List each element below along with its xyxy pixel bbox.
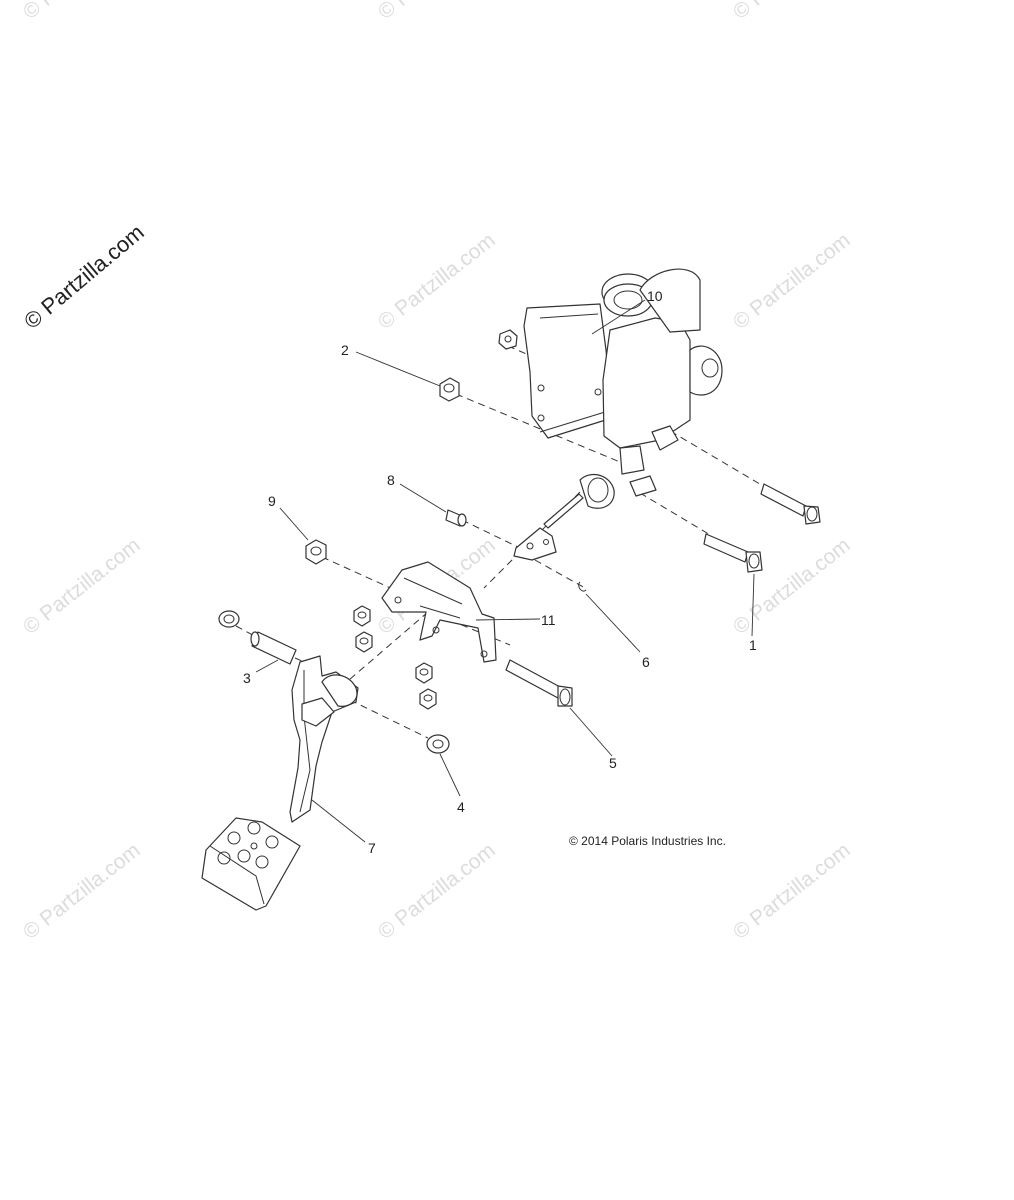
callout-5: 5	[609, 755, 617, 771]
watermark-faint: © Partzilla.com	[19, 839, 145, 944]
part-8-pin	[445, 509, 467, 527]
part-3-bushing	[218, 610, 297, 665]
callout-8: 8	[387, 472, 395, 488]
pushrod	[513, 493, 584, 561]
part-10-shield	[498, 303, 613, 439]
callout-9: 9	[268, 493, 276, 509]
part-5-bolt	[505, 659, 573, 707]
part-9-nut	[305, 539, 327, 565]
watermark-faint: © Partzilla.com	[19, 534, 145, 639]
watermark-faint: © Partzilla.com	[374, 839, 500, 944]
watermark-faint: © Partzilla.com	[729, 0, 855, 24]
callout-7: 7	[368, 840, 376, 856]
callout-2: 2	[341, 342, 349, 358]
watermark-faint: © Partzilla.com	[729, 229, 855, 334]
callout-10: 10	[647, 288, 663, 304]
watermark-faint: © Partzilla.com	[374, 229, 500, 334]
watermark-main: © Partzilla.com	[19, 219, 149, 333]
master-cylinder	[579, 268, 723, 509]
watermark-faint: © Partzilla.com	[19, 0, 145, 24]
callout-6: 6	[642, 654, 650, 670]
watermark-faint: © Partzilla.com	[729, 534, 855, 639]
callouts: 1 2 3 4 5 6 7 8 9 10 11	[243, 288, 757, 856]
part-6-clip	[578, 581, 587, 592]
part-7-pedal	[201, 655, 359, 911]
callout-4: 4	[457, 799, 465, 815]
part-2-nut	[439, 377, 460, 402]
watermark-faint: © Partzilla.com	[374, 0, 500, 24]
copyright-notice: © 2014 Polaris Industries Inc.	[569, 834, 726, 848]
watermark-faint: © Partzilla.com	[729, 839, 855, 944]
callout-1: 1	[749, 637, 757, 653]
bracket-nuts	[353, 605, 437, 710]
callout-11: 11	[541, 612, 556, 628]
assembly-lines	[235, 345, 771, 739]
watermark-layer: © Partzilla.com © Partzilla.com © Partzi…	[19, 0, 855, 944]
callout-3: 3	[243, 670, 251, 686]
part-4-washer	[426, 734, 450, 754]
part-11-bracket	[381, 561, 497, 663]
part-1-bolt	[703, 483, 821, 573]
leader-lines	[255, 299, 755, 843]
